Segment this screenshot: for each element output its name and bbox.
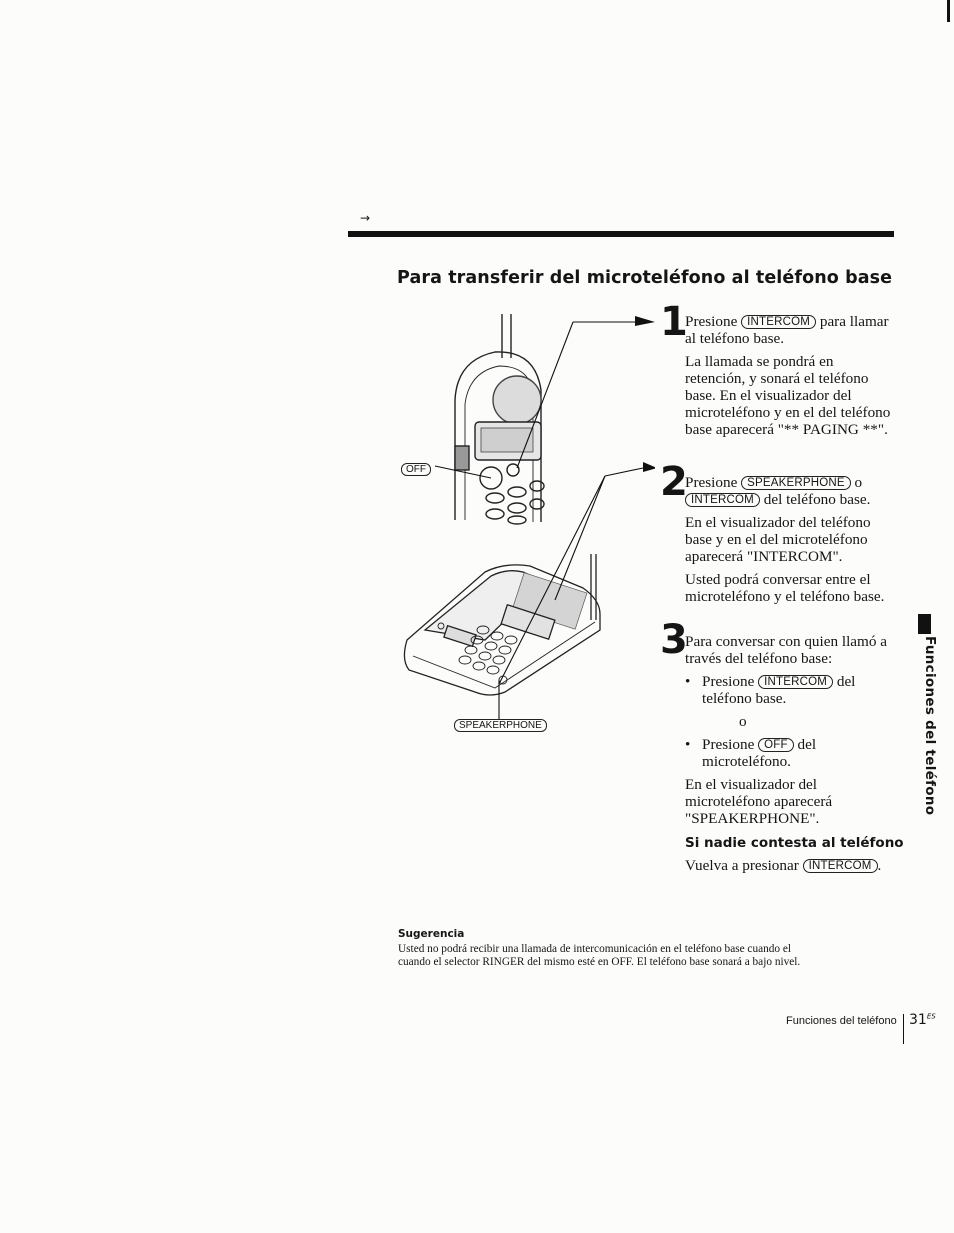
header-rule xyxy=(348,231,894,237)
step-2: Presione SPEAKERPHONE o INTERCOM del tel… xyxy=(685,474,897,611)
step-2-description-2: Usted podrá conversar entre el microtelé… xyxy=(685,571,885,605)
handset-drawing xyxy=(454,314,545,525)
step-3-option-2: Presione OFF del microteléfono. xyxy=(685,736,890,770)
step-2-description-1: En el visualizador del teléfono base y e… xyxy=(685,514,871,565)
tip-text: Usted no podrá recibir una llamada de in… xyxy=(398,943,801,968)
step-1-number: 1 xyxy=(660,299,688,345)
step-3-or: o xyxy=(739,713,747,730)
crop-marker-icon: → xyxy=(360,211,371,225)
tip-heading: Sugerencia xyxy=(398,928,465,940)
off-key-label: OFF xyxy=(401,459,431,477)
intercom-key: INTERCOM xyxy=(685,493,760,507)
page-edge-mark xyxy=(947,0,950,22)
section-title: Para transferir del microteléfono al tel… xyxy=(397,268,893,288)
side-tab-marker xyxy=(918,614,931,634)
step-3: Para conversar con quien llamó a través … xyxy=(685,633,890,833)
step-3-option-1: Presione INTERCOM del teléfono base. xyxy=(685,673,890,707)
intercom-key: INTERCOM xyxy=(758,675,834,689)
base-drawing xyxy=(403,554,601,696)
off-key: OFF xyxy=(758,738,794,752)
step-1-description: La llamada se pondrá en retención, y son… xyxy=(685,353,891,438)
callout-arrow-1-icon xyxy=(635,316,655,326)
intercom-key: INTERCOM xyxy=(741,315,817,329)
footer-section: Funciones del teléfono xyxy=(786,1015,897,1027)
side-tab-label: Funciones del teléfono xyxy=(922,636,938,816)
speakerphone-key-label: SPEAKERPHONE xyxy=(454,715,547,733)
intercom-key: INTERCOM xyxy=(802,859,878,873)
phone-illustration xyxy=(403,314,655,720)
footer-divider xyxy=(903,1014,904,1044)
speakerphone-key: SPEAKERPHONE xyxy=(741,476,851,490)
step-1: Presione INTERCOM para llamar al teléfon… xyxy=(685,313,895,444)
callout-arrow-2-icon xyxy=(643,462,655,472)
step-3-intro: Para conversar con quien llamó a través … xyxy=(685,633,887,667)
step-2-number: 2 xyxy=(660,459,688,505)
step-2-instruction: Presione SPEAKERPHONE o INTERCOM del tel… xyxy=(685,474,871,508)
no-answer-heading: Si nadie contesta al teléfono xyxy=(685,835,904,851)
no-answer-text: Vuelva a presionar INTERCOM. xyxy=(685,857,882,874)
step-3-number: 3 xyxy=(660,617,688,663)
step-1-instruction: Presione INTERCOM para llamar al teléfon… xyxy=(685,313,889,347)
step-3-description: En el visualizador del microteléfono apa… xyxy=(685,776,833,827)
page-number: 31ES xyxy=(909,1012,936,1028)
callout-lines xyxy=(434,321,644,720)
